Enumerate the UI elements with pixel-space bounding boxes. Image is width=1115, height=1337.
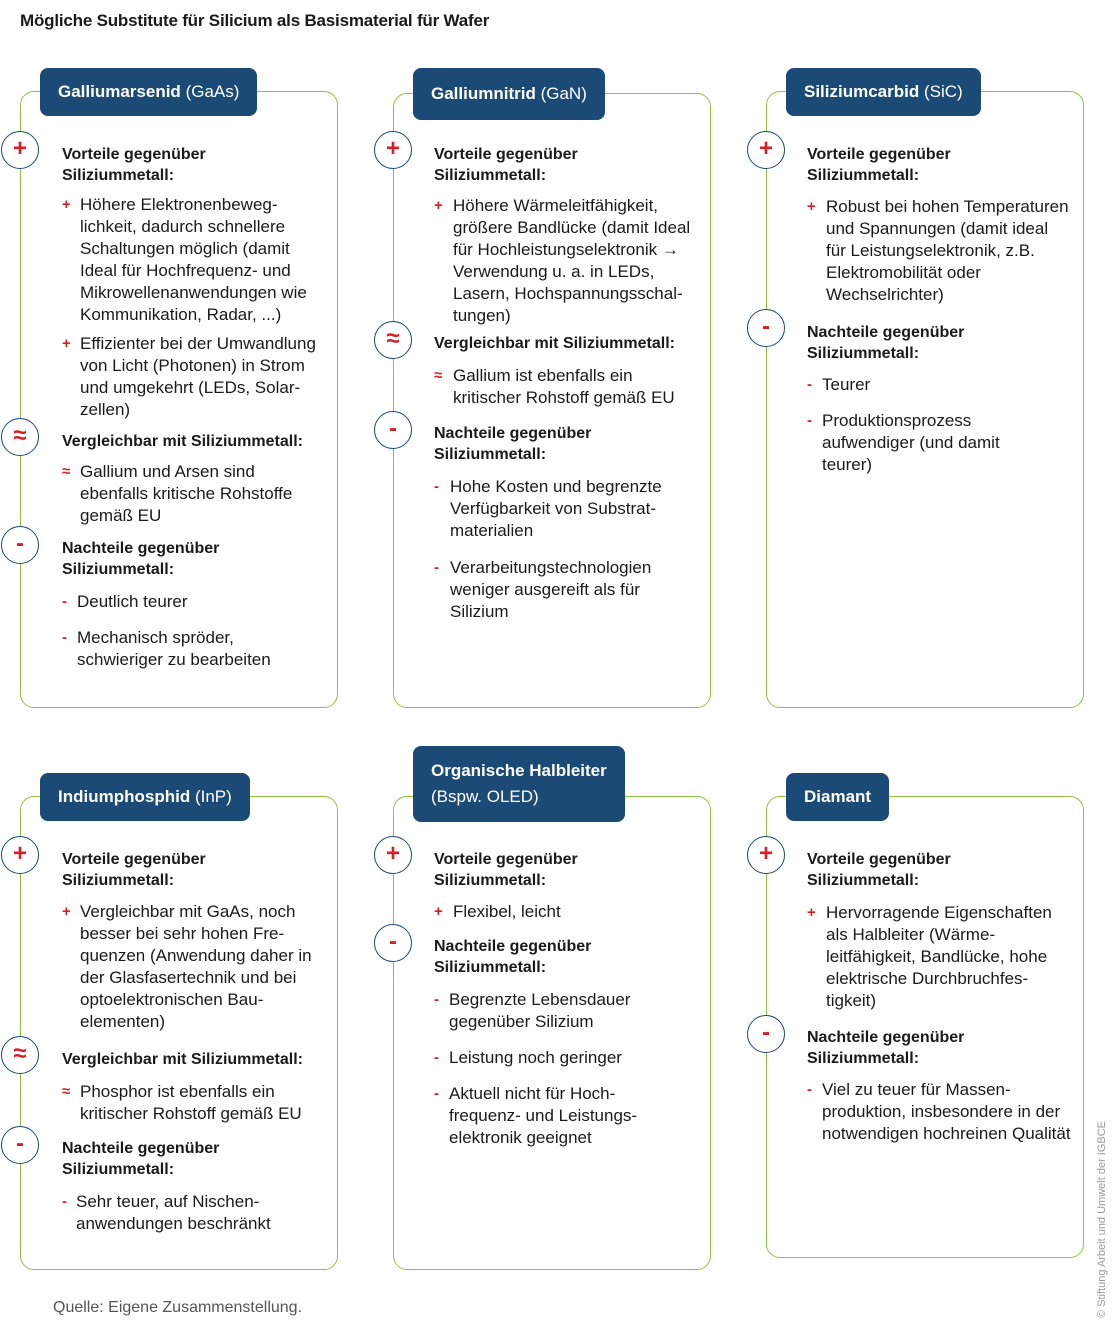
section-vorteile: Vorteile gegenüber Siliziummetall: [807, 146, 951, 184]
page-title: Mögliche Substitute für Silicium als Bas… [20, 11, 490, 30]
section-nachteile: Nachteile gegenüber Siliziummetall: [434, 425, 592, 463]
list-item: - Teurer [807, 375, 871, 394]
plus-marker-icon: + [807, 904, 816, 921]
section-nachteile: Nachteile gegenüber Siliziummetall: [434, 938, 592, 976]
list-item: + Effizienter bei der Umwandlung von Lic… [62, 334, 316, 419]
section-vergleichbar: Vergleichbar mit Siliziummetall: [434, 335, 675, 352]
minus-icon: - [1, 1126, 39, 1164]
list-item: - Sehr teuer, auf Nischen­anwendungen be… [62, 1192, 271, 1233]
approx-marker-icon: ≈ [62, 463, 71, 480]
plus-icon: + [1, 836, 39, 874]
material-abbr: (SiC) [923, 82, 963, 101]
list-item: - Mechanisch spröder, schwieriger zu bea… [62, 628, 271, 669]
minus-icon: - [374, 411, 412, 449]
list-item: ≈ Gallium und Arsen sind ebenfalls kriti… [62, 462, 293, 525]
list-item: - Aktuell nicht für Hoch­frequenz- und L… [434, 1084, 638, 1147]
copyright-credit: © Stiftung Arbeit und Umwelt der IGBCE [1096, 1120, 1108, 1318]
minus-marker-icon: - [807, 376, 812, 393]
source-note: Quelle: Eigene Zusammenstellung. [53, 1299, 303, 1316]
section-vorteile: Vorteile gegenüber Siliziummetall: [434, 851, 578, 889]
section-nachteile: Nachteile gegenüber Siliziummetall: [807, 324, 965, 362]
minus-marker-icon: - [807, 412, 812, 429]
plus-icon: + [374, 836, 412, 874]
plus-marker-icon: + [62, 903, 71, 920]
approx-icon: ≈ [1, 1036, 39, 1074]
material-abbr: (GaAs) [185, 82, 240, 101]
material-name: Diamant [804, 787, 872, 806]
list-item: + Höhere Wärmeleitfähigkeit, größere Ban… [434, 196, 691, 325]
plus-icon: + [747, 131, 785, 169]
material-name: Galliumnitrid [431, 84, 536, 103]
minus-marker-icon: - [434, 1049, 439, 1066]
list-item: - Leistung noch geringer [434, 1048, 622, 1067]
list-item: + Vergleichbar mit GaAs, noch besser bei… [62, 902, 312, 1031]
minus-marker-icon: - [62, 593, 67, 610]
section-vorteile: Vorteile gegenüber Siliziummetall: [62, 146, 206, 184]
section-vorteile: Vorteile gegenüber Siliziummetall: [434, 146, 578, 184]
approx-marker-icon: ≈ [62, 1083, 71, 1100]
minus-icon: - [747, 1015, 785, 1053]
plus-icon: + [747, 836, 785, 874]
plus-marker-icon: + [807, 198, 816, 215]
badge-organische-halbleiter: Organische Halbleiter (Bspw. OLED) [413, 746, 625, 822]
list-item: ≈ Phosphor ist ebenfalls ein kritischer … [62, 1082, 302, 1123]
plus-marker-icon: + [434, 197, 443, 214]
badge-siliziumcarbid: Siliziumcarbid (SiC) [786, 68, 981, 116]
list-item: + Robust bei hohen Temperatu­ren und Spa… [807, 197, 1069, 304]
badge-galliumnitrid: Galliumnitrid (GaN) [413, 68, 605, 120]
plus-icon: + [374, 131, 412, 169]
material-abbr: (GaN) [540, 84, 587, 103]
material-name: Galliumarsenid [58, 82, 181, 101]
material-abbr: (Bspw. OLED) [431, 787, 539, 806]
list-item: - Begrenzte Lebensdauer gegenüber Silizi… [434, 990, 631, 1031]
list-item: - Hohe Kosten und begrenzte Verfügbarkei… [434, 477, 662, 540]
list-item: - Verarbeitungstechnologien weniger ausg… [434, 558, 652, 621]
minus-icon: - [1, 526, 39, 564]
list-item: + Höhere Elektronenbeweg­lichkeit, dadur… [62, 195, 307, 324]
badge-indiumphosphid: Indiumphosphid (InP) [40, 773, 250, 821]
section-nachteile: Nachteile gegenüber Siliziummetall: [62, 1140, 220, 1178]
minus-marker-icon: - [807, 1081, 812, 1098]
list-item: + Flexibel, leicht [434, 902, 561, 921]
section-nachteile: Nachteile gegenüber Siliziummetall: [62, 540, 220, 578]
section-vorteile: Vorteile gegenüber Siliziummetall: [62, 851, 206, 889]
section-nachteile: Nachteile gegenüber Siliziummetall: [807, 1029, 965, 1067]
list-item: - Produktionsprozess aufwendiger (und da… [807, 411, 1000, 474]
minus-marker-icon: - [434, 559, 439, 576]
minus-icon: - [747, 309, 785, 347]
approx-icon: ≈ [374, 321, 412, 359]
badge-galliumarsenid: Galliumarsenid (GaAs) [40, 68, 258, 116]
section-vergleichbar: Vergleichbar mit Siliziummetall: [62, 1051, 303, 1068]
approx-marker-icon: ≈ [434, 367, 443, 384]
plus-marker-icon: + [434, 903, 443, 920]
plus-marker-icon: + [62, 335, 71, 352]
plus-icon: + [1, 131, 39, 169]
minus-marker-icon: - [62, 1193, 67, 1210]
list-item: ≈ Gallium ist ebenfalls ein kritischer R… [434, 366, 675, 407]
minus-marker-icon: - [434, 991, 439, 1008]
plus-marker-icon: + [62, 196, 71, 213]
material-name: Indiumphosphid [58, 787, 191, 806]
material-name: Siliziumcarbid [804, 82, 920, 101]
material-abbr: (InP) [194, 787, 232, 806]
section-vergleichbar: Vergleichbar mit Siliziummetall: [62, 433, 303, 450]
list-item: - Viel zu teuer für Massen­produktion, i… [807, 1080, 1071, 1143]
minus-icon: - [374, 924, 412, 962]
minus-marker-icon: - [434, 1085, 439, 1102]
list-item: + Hervorragende Eigenschaf­ten als Halbl… [807, 903, 1052, 1010]
approx-icon: ≈ [1, 418, 39, 456]
material-name: Organische Halbleiter [431, 761, 607, 780]
badge-diamant: Diamant [786, 773, 890, 821]
minus-marker-icon: - [434, 478, 439, 495]
section-vorteile: Vorteile gegenüber Siliziummetall: [807, 851, 951, 889]
list-item: - Deutlich teurer [62, 592, 188, 611]
minus-marker-icon: - [62, 629, 67, 646]
